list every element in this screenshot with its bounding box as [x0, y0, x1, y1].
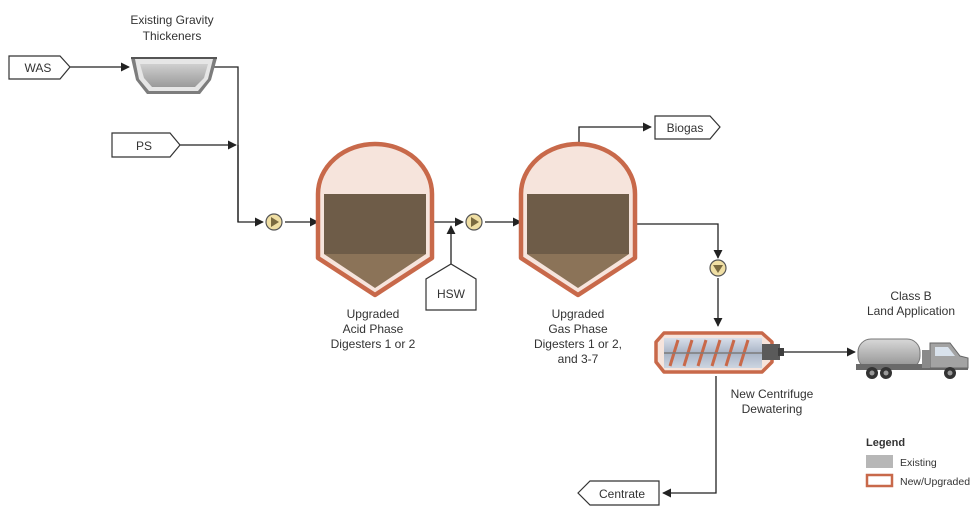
acid-phase-digester-icon — [315, 141, 435, 298]
thickener-icon — [131, 57, 217, 94]
gas-phase-digester-icon — [518, 141, 638, 298]
centrifuge-icon — [654, 331, 784, 374]
centrifuge-label-line2: Dewatering — [742, 402, 803, 416]
gas-to-pump3-arrow — [634, 223, 723, 259]
thickener-label-line2: Thickeners — [143, 29, 202, 43]
acid-digester-label-line2: Acid Phase — [343, 322, 404, 336]
was-input-tag: WAS — [8, 55, 71, 80]
land-application-label-line1: Class B — [890, 289, 931, 303]
pump-icon — [465, 213, 483, 231]
hsw-label: HSW — [437, 287, 466, 301]
gas-digester-label-line2: Gas Phase — [548, 322, 608, 336]
ps-input-tag: PS — [111, 132, 181, 158]
pump-icon — [265, 213, 283, 231]
legend-existing-label: Existing — [900, 457, 937, 469]
centrifuge-label-line1: New Centrifuge — [731, 387, 814, 401]
flow-lines — [70, 62, 856, 498]
gas-digester-label-line4: and 3-7 — [558, 352, 599, 366]
legend-new-upgraded-label: New/Upgraded — [900, 476, 970, 488]
legend-title: Legend — [866, 437, 905, 449]
centrate-outlet-arrow — [662, 376, 717, 498]
pump-icon — [709, 259, 727, 277]
legend: Legend Existing New/Upgraded — [865, 437, 970, 488]
truck-icon — [856, 338, 969, 379]
centrate-output-tag: Centrate — [577, 480, 660, 506]
gas-digester-label-line1: Upgraded — [552, 307, 605, 321]
ps-label: PS — [136, 139, 152, 153]
gas-digester-label-line3: Digesters 1 or 2, — [534, 337, 622, 351]
acid-digester-label-line3: Digesters 1 or 2 — [331, 337, 416, 351]
hsw-input-tag: HSW — [425, 263, 477, 311]
legend-existing-swatch — [866, 455, 893, 468]
land-application-label-line2: Land Application — [867, 304, 955, 318]
acid-digester-label-line1: Upgraded — [347, 307, 400, 321]
biogas-output-tag: Biogas — [654, 115, 721, 140]
thickener-label-line1: Existing Gravity — [130, 13, 213, 27]
was-label: WAS — [25, 61, 52, 75]
biogas-label: Biogas — [667, 121, 704, 135]
legend-new-upgraded-swatch — [865, 473, 894, 488]
header-to-pump1-arrow — [237, 145, 264, 227]
centrate-label: Centrate — [599, 487, 645, 501]
